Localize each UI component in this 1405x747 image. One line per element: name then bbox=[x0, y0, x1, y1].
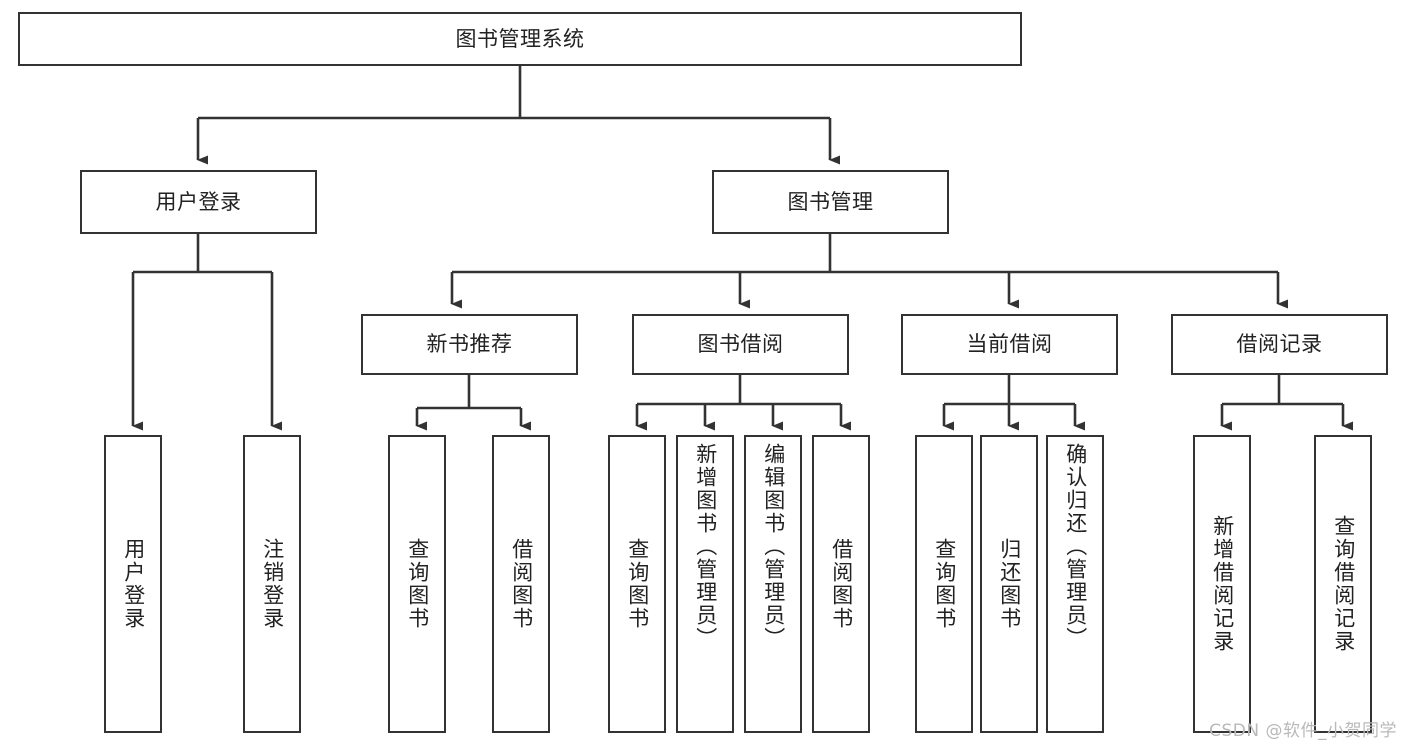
node-label: 用户登录 bbox=[121, 538, 146, 630]
node-leaf-add-book[interactable]: 新增图书（管理员） bbox=[676, 435, 734, 733]
node-leaf-add-borrow-record[interactable]: 新增借阅记录 bbox=[1193, 435, 1251, 733]
node-borrow-record[interactable]: 借阅记录 bbox=[1171, 314, 1388, 375]
node-book-borrow[interactable]: 图书借阅 bbox=[632, 314, 849, 375]
node-leaf-query-book-borrow[interactable]: 查询图书 bbox=[608, 435, 666, 733]
node-leaf-query-book-recommend[interactable]: 查询图书 bbox=[388, 435, 446, 733]
node-leaf-borrow-book-recommend[interactable]: 借阅图书 bbox=[492, 435, 550, 733]
node-leaf-confirm-return[interactable]: 确认归还（管理员） bbox=[1046, 435, 1104, 733]
node-label: 编辑图书（管理员） bbox=[761, 443, 786, 650]
node-label: 图书管理系统 bbox=[455, 26, 585, 51]
node-user-login[interactable]: 用户登录 bbox=[80, 170, 317, 234]
node-label: 查询图书 bbox=[625, 538, 650, 630]
node-label: 确认归还（管理员） bbox=[1063, 443, 1088, 650]
node-leaf-borrow-book[interactable]: 借阅图书 bbox=[812, 435, 870, 733]
node-label: 查询图书 bbox=[405, 538, 430, 630]
node-leaf-logout[interactable]: 注销登录 bbox=[243, 435, 301, 733]
node-label: 新增图书（管理员） bbox=[693, 443, 718, 650]
node-leaf-user-login[interactable]: 用户登录 bbox=[104, 435, 162, 733]
node-leaf-query-borrow-record[interactable]: 查询借阅记录 bbox=[1314, 435, 1372, 733]
csdn-watermark: CSDN @软件_小贺同学 bbox=[1209, 721, 1397, 741]
node-new-book-recommend[interactable]: 新书推荐 bbox=[361, 314, 578, 375]
node-leaf-query-book-current[interactable]: 查询图书 bbox=[915, 435, 973, 733]
node-label: 借阅图书 bbox=[509, 538, 534, 630]
node-label: 当前借阅 bbox=[966, 332, 1053, 357]
node-label: 图书借阅 bbox=[697, 332, 784, 357]
node-leaf-return-book[interactable]: 归还图书 bbox=[980, 435, 1038, 733]
node-label: 查询图书 bbox=[932, 538, 957, 630]
node-current-borrow[interactable]: 当前借阅 bbox=[901, 314, 1118, 375]
node-root-book-management-system[interactable]: 图书管理系统 bbox=[18, 12, 1022, 66]
node-label: 新书推荐 bbox=[426, 332, 513, 357]
node-label: 归还图书 bbox=[997, 538, 1022, 630]
node-book-management[interactable]: 图书管理 bbox=[712, 170, 949, 234]
node-label: 图书管理 bbox=[787, 189, 874, 214]
node-label: 新增借阅记录 bbox=[1210, 515, 1235, 653]
node-label: 借阅记录 bbox=[1236, 332, 1323, 357]
node-label: 注销登录 bbox=[260, 538, 285, 630]
node-label: 查询借阅记录 bbox=[1331, 515, 1356, 653]
node-label: 用户登录 bbox=[155, 189, 242, 214]
node-leaf-edit-book[interactable]: 编辑图书（管理员） bbox=[744, 435, 802, 733]
node-label: 借阅图书 bbox=[829, 538, 854, 630]
